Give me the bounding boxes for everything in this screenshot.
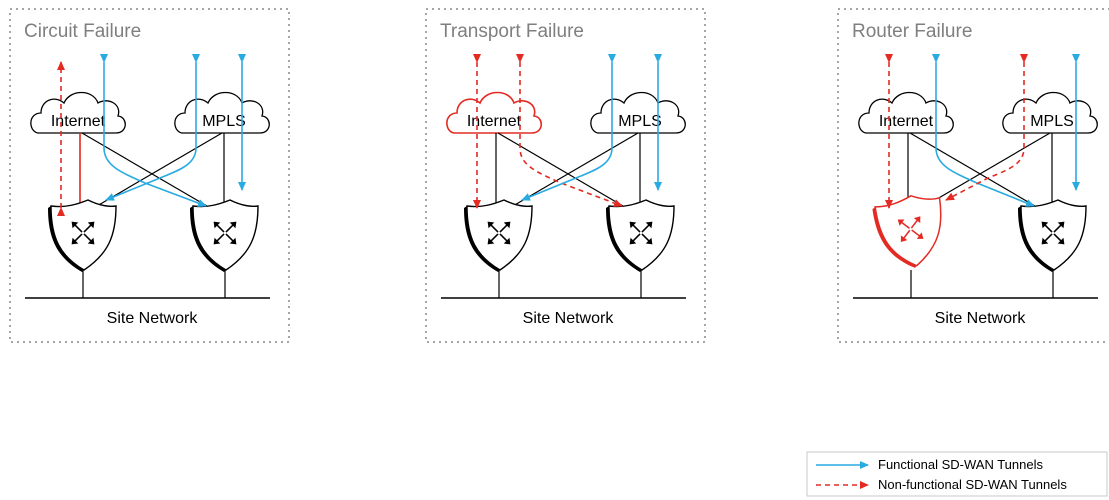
internet-label: Internet — [51, 113, 106, 130]
panel-title: Router Failure — [852, 21, 972, 42]
mpls-cloud: MPLS — [1002, 91, 1098, 134]
link-mpls-left-router — [924, 132, 1051, 207]
internet-cloud-failed: Internet — [446, 91, 543, 134]
mpls-cloud: MPLS — [174, 91, 270, 134]
tunnel-functional — [100, 54, 207, 207]
router-right — [190, 199, 259, 272]
legend-nonfunctional-label: Non-functional SD-WAN Tunnels — [878, 477, 1067, 492]
legend-functional-label: Functional SD-WAN Tunnels — [878, 457, 1043, 472]
panel-router-failure: Router Failure Internet MPLS Site Networ… — [837, 8, 1109, 343]
link-internet-right-router — [497, 132, 624, 207]
link-internet-right-router — [81, 132, 208, 207]
mpls-cloud: MPLS — [590, 91, 686, 134]
link-internet-right-router — [909, 132, 1036, 207]
site-network-label: Site Network — [523, 310, 615, 327]
legend: Functional SD-WAN Tunnels Non-functional… — [806, 451, 1108, 497]
site-network-label: Site Network — [935, 310, 1027, 327]
site-network-label: Site Network — [107, 310, 199, 327]
internet-label: Internet — [467, 113, 522, 130]
tunnel-nonfunctional — [516, 54, 623, 207]
legend-box — [806, 451, 1108, 497]
router-right — [606, 199, 675, 272]
link-mpls-left-router — [96, 132, 223, 207]
panel-title: Circuit Failure — [24, 21, 141, 42]
internet-label: Internet — [879, 113, 934, 130]
mpls-label: MPLS — [202, 113, 246, 130]
panel-border — [425, 8, 706, 343]
tunnel-functional — [521, 54, 616, 201]
panel-border — [9, 8, 290, 343]
mpls-label: MPLS — [618, 113, 662, 130]
link-mpls-left-router — [512, 132, 639, 207]
tunnel-functional — [932, 54, 1035, 207]
router-left — [48, 199, 117, 272]
panel-title: Transport Failure — [440, 21, 584, 42]
router-right — [1018, 199, 1087, 272]
panel-border — [837, 8, 1109, 343]
internet-cloud: Internet — [30, 91, 126, 134]
panel-circuit-failure: Circuit Failure Internet MPLS — [9, 8, 290, 343]
internet-cloud: Internet — [858, 91, 954, 134]
tunnel-nonfunctional — [945, 54, 1028, 201]
router-left-failed — [872, 194, 942, 268]
panel-transport-failure: Transport Failure Internet MPLS Site Net… — [425, 8, 706, 343]
router-left — [464, 199, 533, 272]
mpls-label: MPLS — [1030, 113, 1074, 130]
tunnel-functional — [105, 54, 200, 201]
